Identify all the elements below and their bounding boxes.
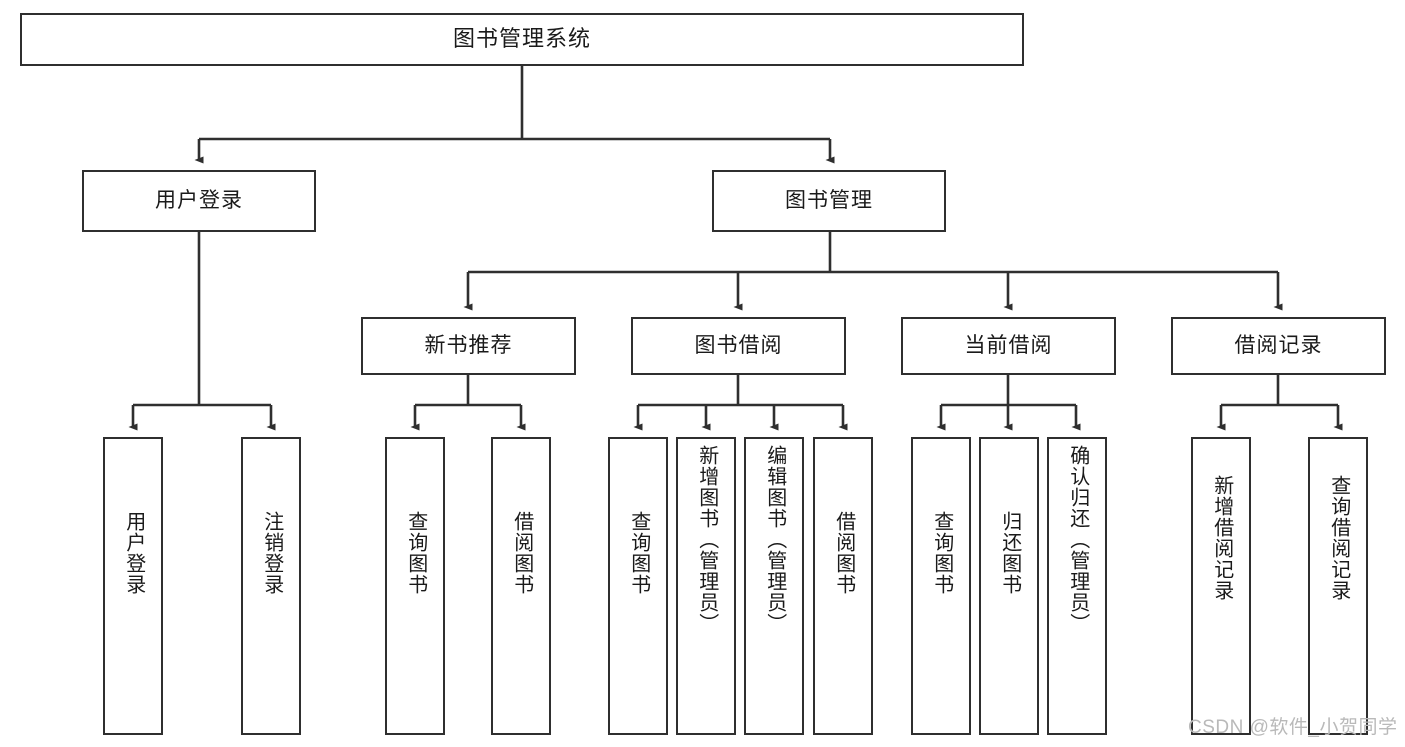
leaf-borrow-edit-book-admin[interactable]: 编辑图书（管理员） <box>744 437 804 735</box>
node-label: 用户登录 <box>122 511 145 595</box>
node-label: 新书推荐 <box>424 334 513 358</box>
node-borrow-record[interactable]: 借阅记录 <box>1171 317 1386 375</box>
node-label: 借阅图书 <box>510 511 533 595</box>
leaf-user-login-signout[interactable]: 注销登录 <box>241 437 301 735</box>
node-label: 注销登录 <box>260 511 283 595</box>
node-label: 图书管理系统 <box>452 26 591 52</box>
node-label: 新增图书（管理员） <box>695 445 718 634</box>
node-book-management[interactable]: 图书管理 <box>712 170 946 232</box>
node-root-system[interactable]: 图书管理系统 <box>20 13 1024 66</box>
leaf-recommend-borrow-book[interactable]: 借阅图书 <box>491 437 551 735</box>
node-label: 确认归还（管理员） <box>1066 445 1089 634</box>
leaf-borrow-query-book[interactable]: 查询图书 <box>608 437 668 735</box>
node-user-login[interactable]: 用户登录 <box>82 170 316 232</box>
node-label: 查询图书 <box>930 511 953 595</box>
node-label: 查询图书 <box>627 511 650 595</box>
leaf-borrow-add-book-admin[interactable]: 新增图书（管理员） <box>676 437 736 735</box>
node-label: 借阅图书 <box>832 511 855 595</box>
node-new-book-recommend[interactable]: 新书推荐 <box>361 317 576 375</box>
leaf-user-login-signin[interactable]: 用户登录 <box>103 437 163 735</box>
node-label: 图书管理 <box>785 189 873 213</box>
leaf-current-confirm-return-admin[interactable]: 确认归还（管理员） <box>1047 437 1107 735</box>
leaf-current-return-book[interactable]: 归还图书 <box>979 437 1039 735</box>
node-label: 用户登录 <box>155 189 243 213</box>
node-book-borrow[interactable]: 图书借阅 <box>631 317 846 375</box>
node-label: 查询借阅记录 <box>1327 475 1350 601</box>
node-label: 图书借阅 <box>694 334 783 358</box>
node-label: 借阅记录 <box>1234 334 1323 358</box>
watermark-text: CSDN @软件_小贺同学 <box>1188 717 1398 738</box>
leaf-record-add-record[interactable]: 新增借阅记录 <box>1191 437 1251 735</box>
node-label: 归还图书 <box>998 511 1021 595</box>
leaf-record-query-record[interactable]: 查询借阅记录 <box>1308 437 1368 735</box>
leaf-recommend-query-book[interactable]: 查询图书 <box>385 437 445 735</box>
node-label: 查询图书 <box>404 511 427 595</box>
node-current-borrow[interactable]: 当前借阅 <box>901 317 1116 375</box>
leaf-current-query-book[interactable]: 查询图书 <box>911 437 971 735</box>
node-label: 当前借阅 <box>964 334 1053 358</box>
leaf-borrow-borrow-book[interactable]: 借阅图书 <box>813 437 873 735</box>
node-label: 新增借阅记录 <box>1210 475 1233 601</box>
node-label: 编辑图书（管理员） <box>763 445 786 634</box>
